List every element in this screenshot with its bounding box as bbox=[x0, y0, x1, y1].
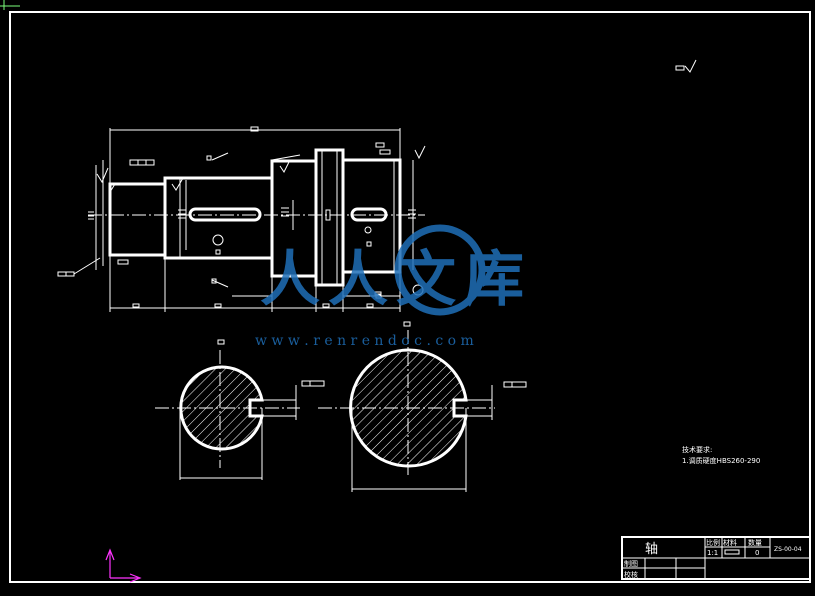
drawn-by-label: 制图 bbox=[624, 559, 638, 568]
drawing-frame bbox=[9, 11, 811, 583]
notes-line: 1.调质硬度HBS260-290 bbox=[682, 456, 760, 465]
section-view-left bbox=[155, 339, 325, 480]
watermark-brand: 人人文库 bbox=[260, 245, 532, 315]
datum-marker bbox=[212, 234, 224, 246]
quantity-label: 数量 bbox=[748, 538, 762, 547]
roughness-symbol bbox=[96, 59, 697, 191]
ucs-axis-icon bbox=[105, 548, 142, 583]
technical-requirements: 技术要求: 1.调质硬度HBS260-290 bbox=[682, 445, 760, 465]
quantity-value: 0 bbox=[755, 549, 759, 557]
scale-value: 1:1 bbox=[707, 549, 718, 557]
part-name: 轴 bbox=[645, 542, 658, 557]
keyway-left bbox=[188, 207, 262, 222]
drawing-number: ZS-00-04 bbox=[774, 546, 802, 553]
watermark: 人人文库 w w w . r e n r e n d o c . c o m bbox=[255, 224, 532, 349]
title-block bbox=[621, 536, 811, 580]
shaft-segment-left bbox=[108, 182, 167, 257]
material-label: 材料 bbox=[723, 538, 737, 547]
datum-marker bbox=[412, 284, 424, 296]
section-circle-right bbox=[349, 348, 468, 468]
shaft-main-view bbox=[57, 59, 697, 327]
watermark-url: w w w . r e n r e n d o c . c o m bbox=[255, 333, 474, 349]
notes-heading: 技术要求: bbox=[682, 445, 712, 454]
section-view-right bbox=[318, 330, 527, 492]
scale-label: 比例 bbox=[706, 538, 720, 547]
crosshair-icon bbox=[0, 0, 20, 10]
watermark-logo-ring bbox=[394, 224, 486, 316]
keyway-right bbox=[350, 207, 388, 222]
checked-by-label: 校核 bbox=[624, 570, 638, 579]
section-circle-left bbox=[179, 365, 264, 451]
